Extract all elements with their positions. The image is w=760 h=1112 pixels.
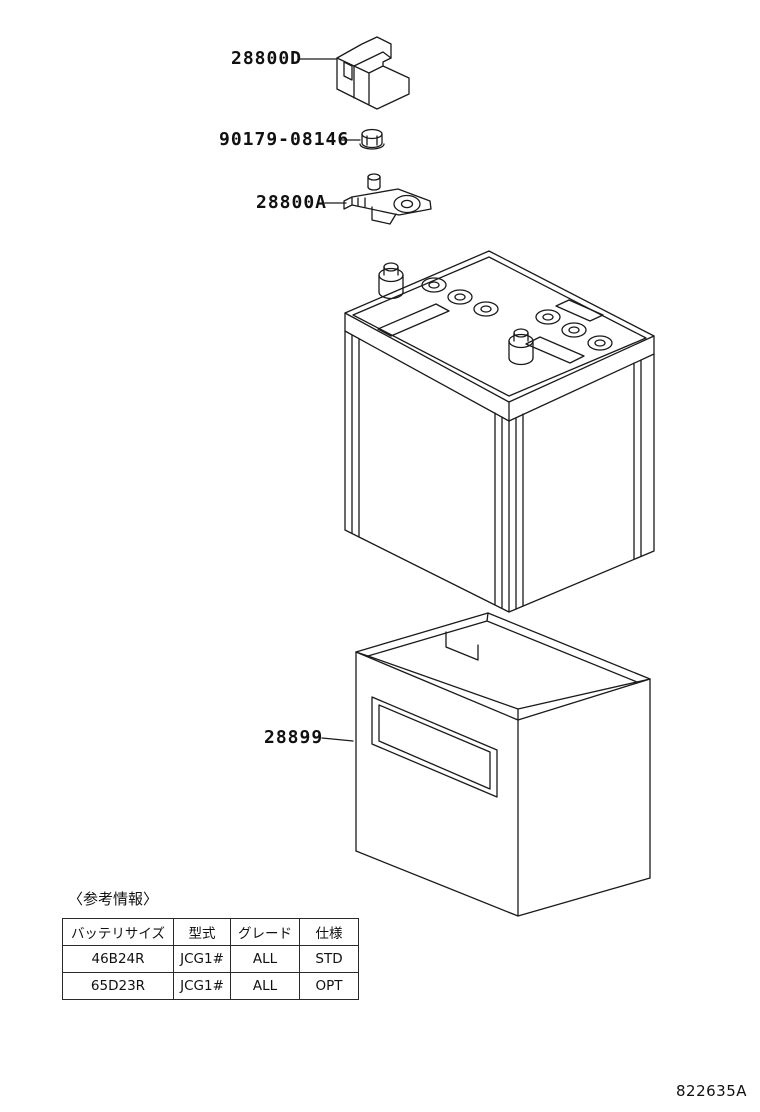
battery-illustration bbox=[344, 250, 655, 613]
col-header-grade: グレード bbox=[230, 918, 300, 946]
col-header-battery-size: バッテリサイズ bbox=[62, 918, 174, 946]
cell-spec: STD bbox=[299, 945, 359, 973]
part-label-28800A: 28800A bbox=[256, 192, 328, 213]
table-header-row: バッテリサイズ 型式 グレード 仕様 bbox=[62, 918, 359, 946]
nut-illustration bbox=[359, 128, 385, 150]
terminal-cover-illustration bbox=[336, 36, 410, 110]
leader-lines bbox=[299, 58, 361, 742]
table-row: 46B24R JCG1# ALL STD bbox=[62, 945, 359, 973]
col-header-model: 型式 bbox=[173, 918, 231, 946]
part-label-90179-08146: 90179-08146 bbox=[219, 129, 350, 150]
cell-spec: OPT bbox=[299, 972, 359, 1000]
reference-table: バッテリサイズ 型式 グレード 仕様 46B24R JCG1# ALL STD … bbox=[62, 918, 359, 1000]
reference-info-title: 〈参考情報〉 bbox=[68, 890, 159, 908]
battery-box-illustration bbox=[355, 612, 651, 917]
leader-line-box bbox=[321, 737, 354, 742]
cell-grade: ALL bbox=[230, 945, 300, 973]
sheet-code: 822635A bbox=[676, 1082, 748, 1100]
battery-terminal-illustration bbox=[343, 173, 432, 225]
cell-model: JCG1# bbox=[173, 972, 231, 1000]
cell-model: JCG1# bbox=[173, 945, 231, 973]
cell-grade: ALL bbox=[230, 972, 300, 1000]
table-row: 65D23R JCG1# ALL OPT bbox=[62, 972, 359, 1000]
cell-battery-size: 65D23R bbox=[62, 972, 174, 1000]
col-header-spec: 仕様 bbox=[299, 918, 359, 946]
part-label-28899: 28899 bbox=[264, 727, 324, 748]
part-label-28800D: 28800D bbox=[231, 48, 303, 69]
cell-battery-size: 46B24R bbox=[62, 945, 174, 973]
